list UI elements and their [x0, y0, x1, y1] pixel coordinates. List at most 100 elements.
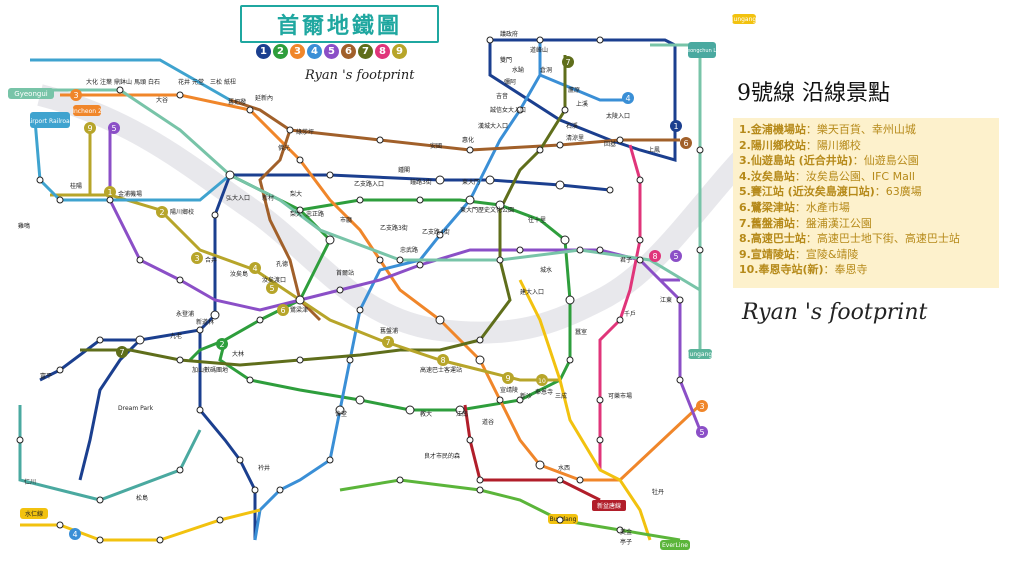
station-label[interactable]: 永登浦 — [176, 310, 194, 318]
sights-item[interactable]: 5.賽江站 (近汝矣島渡口站)：63廣場 — [739, 185, 922, 199]
station-label[interactable]: 元堂 — [192, 78, 204, 86]
station-label[interactable]: 道谷 — [482, 418, 494, 426]
station-label[interactable]: 新村 — [262, 194, 274, 202]
station-label[interactable]: 奉恩寺 — [535, 388, 553, 396]
station-label[interactable]: 桂陽 — [70, 182, 82, 190]
station-label[interactable]: 三成 — [555, 392, 567, 400]
station-label[interactable]: 太陵入口 — [606, 112, 630, 120]
marker-2[interactable] — [156, 206, 168, 218]
station-label[interactable]: 牡丹 — [652, 488, 664, 496]
station-label[interactable]: 忠正路 — [306, 210, 324, 218]
station-label[interactable]: 美金 — [620, 528, 632, 536]
station-label[interactable]: 陽川鄉校 — [170, 208, 194, 216]
sights-item[interactable]: 2.陽川鄉校站：陽川鄉校 — [739, 138, 861, 152]
station-label[interactable]: 水踰 — [512, 66, 524, 74]
station-label[interactable]: 江東 — [660, 296, 672, 304]
sights-item[interactable]: 4.汝矣島站：汝矣島公園、IFC Mall — [739, 169, 915, 183]
station-label[interactable]: 可樂市場 — [608, 392, 632, 400]
station-label[interactable]: 三松 — [210, 78, 222, 86]
station-label[interactable]: 首爾站 — [336, 269, 354, 277]
station-label[interactable]: 加山數碼團地 — [192, 366, 228, 374]
station-label[interactable]: 汝矣渡口 — [262, 276, 286, 284]
station-label[interactable]: 城水 — [540, 266, 552, 274]
station-label[interactable]: 大化 — [86, 78, 98, 86]
marker-3[interactable] — [191, 252, 203, 264]
station-label[interactable]: 注葉 — [100, 78, 112, 86]
station-label[interactable]: 石溪 — [566, 122, 578, 130]
marker-5[interactable] — [266, 282, 278, 294]
line-badge-5[interactable]: 5 — [324, 44, 339, 59]
station-label[interactable]: 良才市民的森 — [424, 452, 460, 460]
station-label[interactable]: 仁川 — [24, 478, 36, 486]
line-badge-6[interactable]: 6 — [341, 44, 356, 59]
station-label[interactable]: 舊把撥 — [228, 98, 246, 106]
station-label[interactable]: 君子 — [620, 257, 632, 264]
sights-item[interactable]: 10.奉恩寺站(新)：奉恩寺 — [739, 263, 868, 277]
marker-7[interactable] — [382, 336, 394, 348]
station-label[interactable]: 梨大 — [290, 190, 302, 198]
station-label[interactable]: 千戶 — [624, 310, 636, 318]
sights-item[interactable]: 7.舊盤浦站：盤浦漢江公園 — [739, 216, 872, 230]
station-label[interactable]: 富平 — [40, 372, 52, 380]
station-label[interactable]: 亭子 — [620, 538, 632, 546]
station-label[interactable]: 誠信女大入口 — [490, 106, 526, 114]
line-badge-8[interactable]: 8 — [375, 44, 390, 59]
station-label[interactable]: 合井 — [205, 256, 217, 264]
station-label[interactable]: 馬頭 — [134, 79, 146, 86]
station-label[interactable]: 雙門 — [500, 56, 512, 64]
station-label[interactable]: 花井 — [178, 78, 190, 86]
station-label[interactable]: 江南 — [456, 410, 468, 418]
station-label[interactable]: 議政府 — [500, 30, 518, 38]
station-label[interactable]: 鷺梁津 — [290, 306, 308, 314]
station-label[interactable]: 蠶室 — [575, 328, 587, 336]
station-label[interactable]: 忠武路 — [400, 246, 418, 254]
station-label[interactable]: 延新內 — [255, 94, 273, 102]
line-badge-2[interactable]: 2 — [273, 44, 288, 59]
station-label[interactable]: 新沙 — [520, 392, 532, 400]
station-label[interactable]: Dream Park — [118, 405, 154, 412]
station-label[interactable]: 大林 — [232, 350, 244, 358]
station-label[interactable]: 鐘路3街 — [410, 178, 432, 186]
station-label[interactable]: 大谷 — [156, 96, 168, 104]
station-label[interactable]: 東大門 — [462, 178, 480, 186]
station-label[interactable]: 綠莎坪 — [296, 128, 314, 136]
marker-6[interactable] — [277, 304, 289, 316]
station-label[interactable]: 上溪 — [576, 100, 588, 108]
station-label[interactable]: 市廳 — [340, 216, 352, 224]
sights-item[interactable]: 6.鷺梁津站：水產市場 — [739, 200, 850, 214]
station-label[interactable]: 惠化 — [462, 136, 474, 144]
station-label[interactable]: 鼎鉢山 — [114, 78, 132, 86]
station-label[interactable]: 上鳳 — [648, 146, 660, 154]
station-label[interactable]: 安國 — [430, 142, 442, 150]
sights-item[interactable]: 1.金浦機場站：樂天百貨、幸州山城 — [739, 123, 916, 136]
line-badge-3[interactable]: 3 — [290, 44, 305, 59]
station-label[interactable]: 吉音 — [496, 92, 508, 100]
marker-9[interactable] — [502, 372, 514, 384]
marker-8[interactable] — [437, 354, 449, 366]
sights-item[interactable]: 8.高速巴士站：高速巴士地下街、高速巴士站 — [739, 232, 960, 246]
station-label[interactable]: 松島 — [136, 494, 148, 502]
station-label[interactable]: 白石 — [148, 78, 160, 86]
station-label[interactable]: 衿井 — [258, 464, 270, 472]
station-label[interactable]: 舊盤浦 — [380, 327, 398, 335]
station-label[interactable]: 彌阿 — [504, 78, 516, 86]
station-label[interactable]: 弘大入口 — [226, 194, 250, 202]
station-label[interactable]: 孔德 — [276, 260, 288, 268]
line-badge-7[interactable]: 7 — [358, 44, 373, 59]
line-badge-4[interactable]: 4 — [307, 44, 322, 59]
station-label[interactable]: 倉洞 — [540, 66, 552, 74]
station-label[interactable]: 道峰山 — [530, 46, 548, 54]
station-label[interactable]: 乙支路4街 — [422, 228, 450, 236]
station-label[interactable]: 舍堂 — [335, 410, 347, 418]
station-label[interactable]: 佛光 — [278, 144, 290, 152]
station-label[interactable]: 漢城大入口 — [478, 122, 508, 130]
station-label[interactable]: 雞鳴 — [18, 222, 30, 230]
station-label[interactable]: 紙杻 — [224, 78, 236, 86]
station-label[interactable]: 乙支路入口 — [354, 180, 384, 188]
station-label[interactable]: 九老 — [170, 332, 182, 340]
sights-item[interactable]: 9.宣靖陵站：宣陵&靖陵 — [739, 247, 859, 261]
station-label[interactable]: 宣靖陵 — [500, 386, 518, 394]
station-label[interactable]: 乙支路3街 — [380, 224, 408, 232]
line-badge-9[interactable]: 9 — [392, 44, 407, 59]
station-label[interactable]: 東大門歷史文化公園 — [460, 206, 514, 214]
